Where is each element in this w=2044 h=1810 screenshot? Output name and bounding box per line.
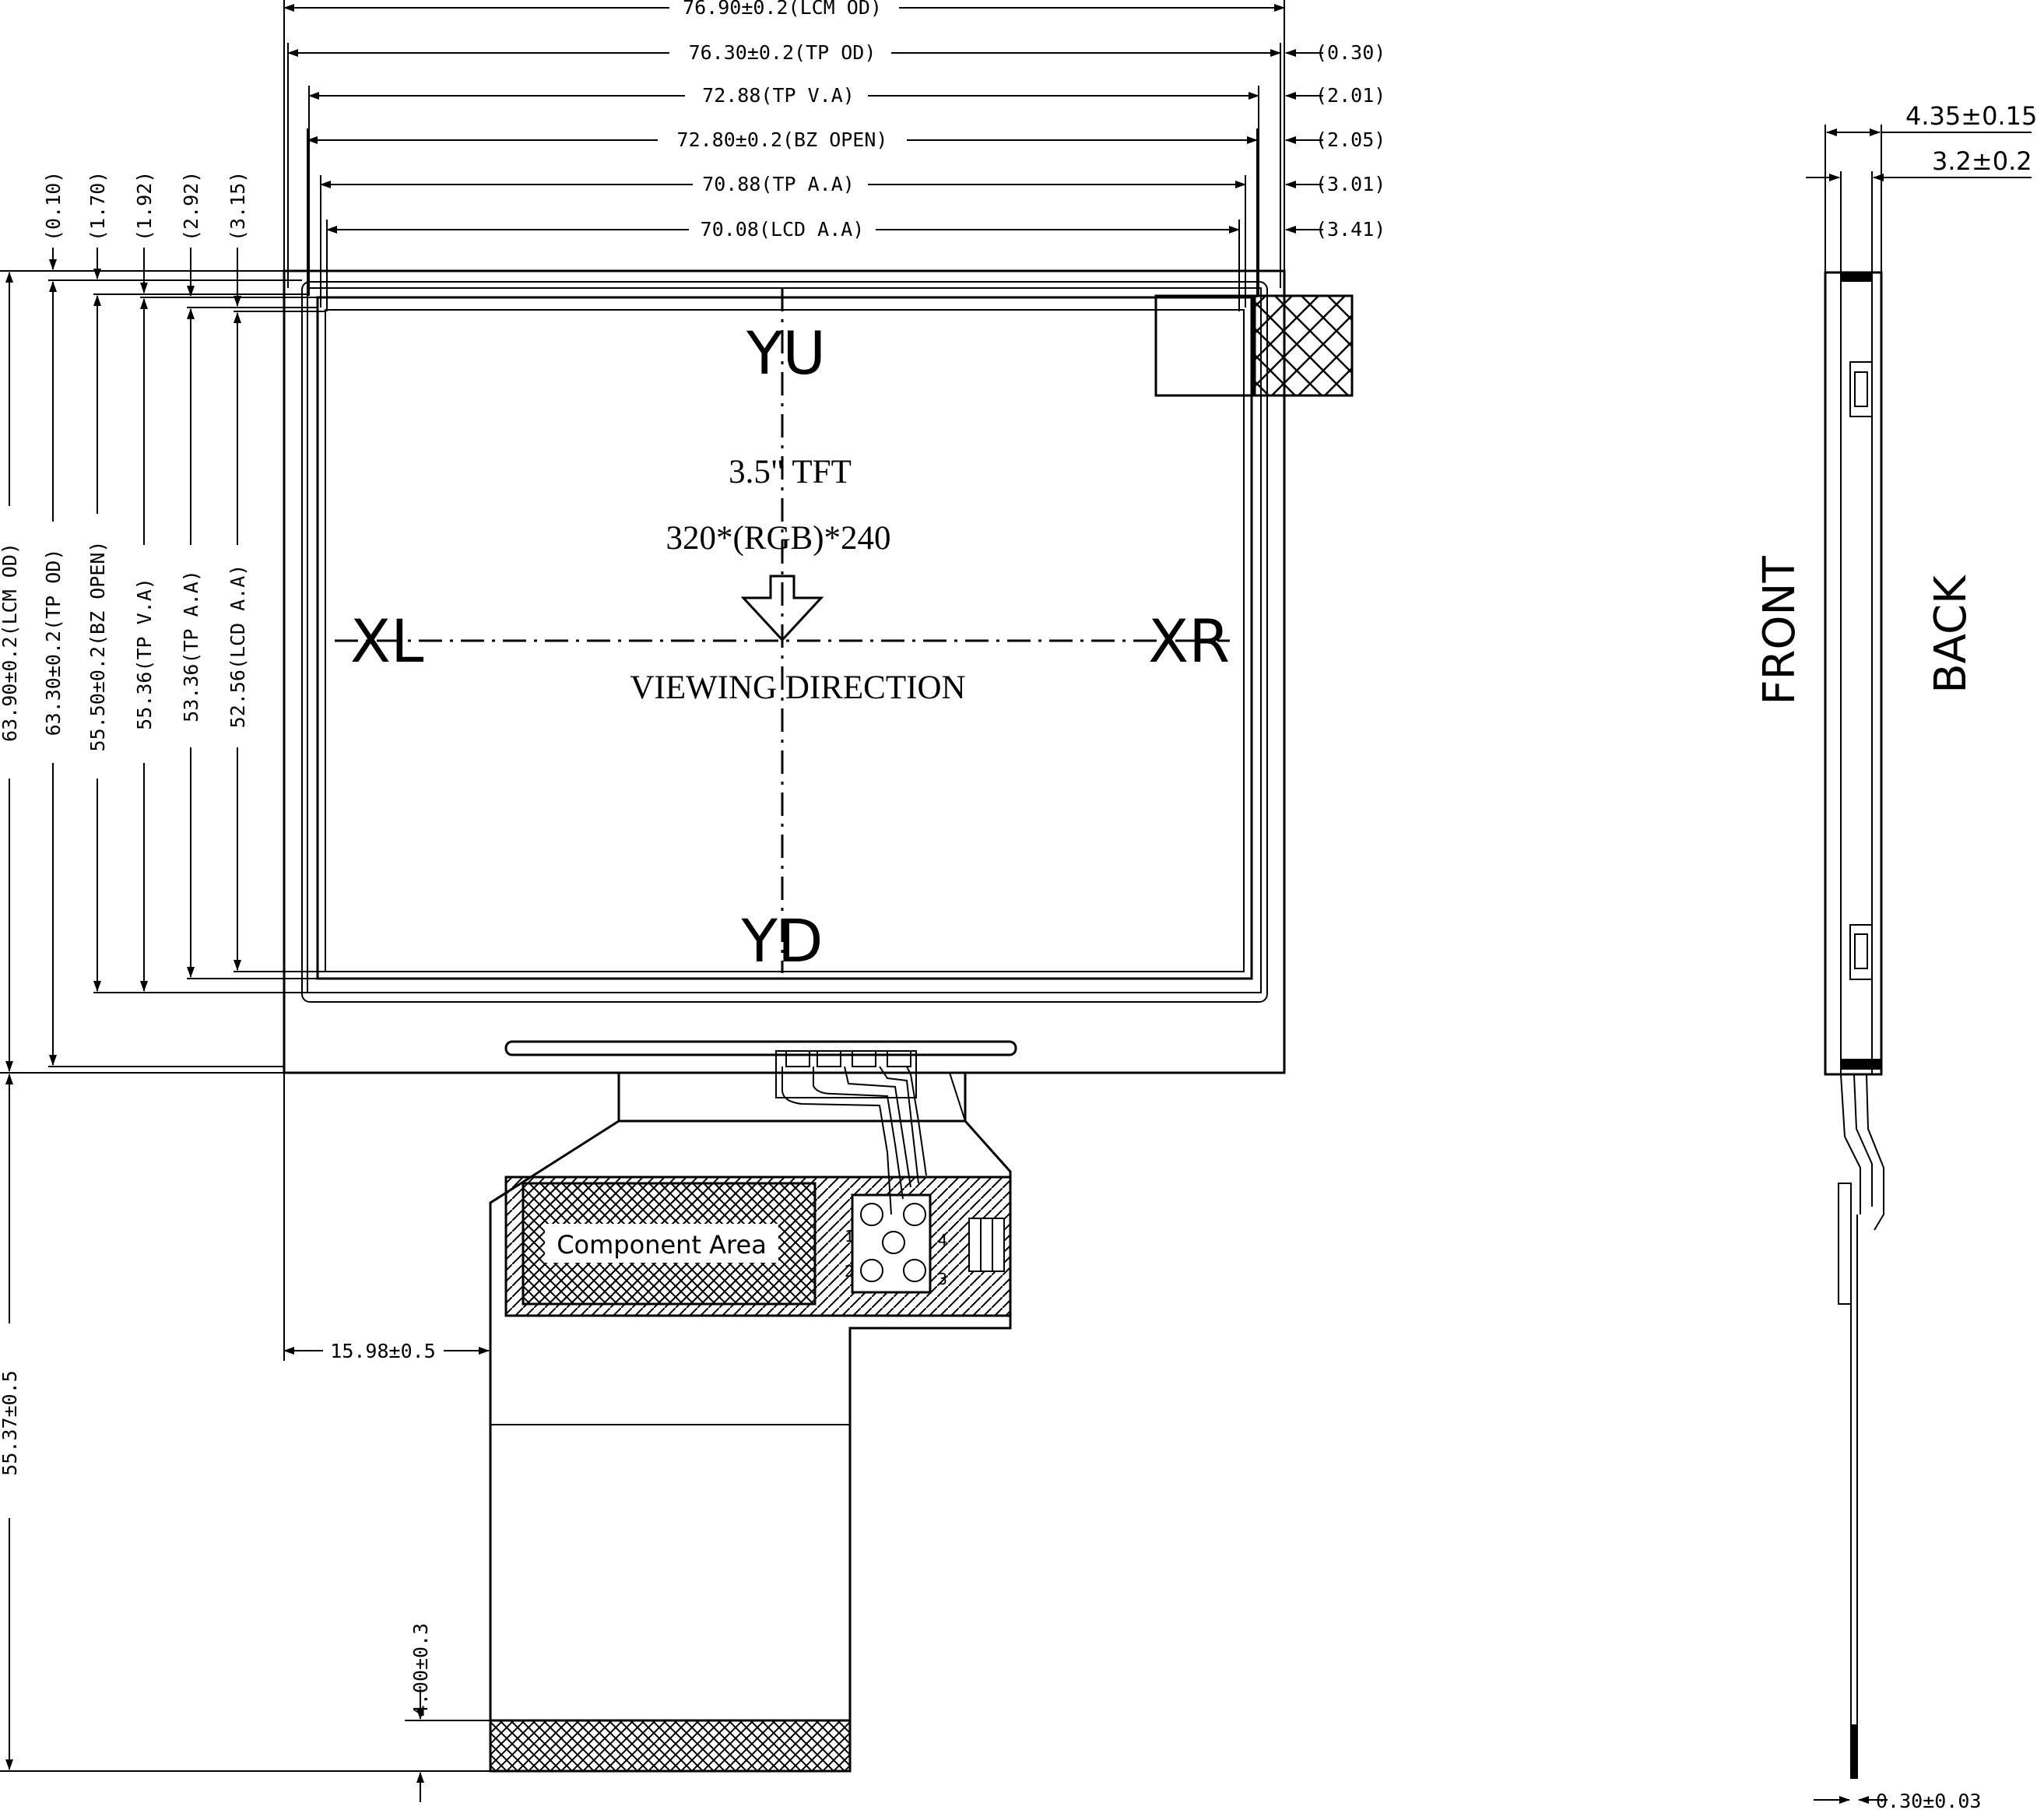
- dim-stiffener: 4.00±0.3: [409, 1623, 432, 1717]
- component-area-label: Component Area: [557, 1230, 767, 1260]
- dim-lcd-aa-width: 70.08(LCD A.A): [701, 218, 865, 241]
- label-back: BACK: [1926, 575, 1976, 694]
- dim-lcd-aa-height: 52.56(LCD A.A): [227, 564, 249, 729]
- fpc-tab: [1154, 294, 1354, 397]
- label-size: 3.5" TFT: [729, 454, 852, 490]
- dim-lcm-od-width: 76.90±0.2(LCM OD): [683, 0, 882, 19]
- side-view: [1806, 125, 2032, 1804]
- center-lines: [335, 288, 1230, 973]
- dim-offset-left: (3.15): [227, 171, 249, 241]
- label-yu: YU: [746, 318, 826, 388]
- top-dimensions: [283, 0, 1323, 311]
- dim-fpc-thickness: 0.30±0.03: [1876, 1790, 1981, 1810]
- dim-tp-od-width: 76.30±0.2(TP OD): [689, 41, 876, 64]
- dim-fpc-offset: 15.98±0.5: [330, 1340, 435, 1362]
- label-resolution: 320*(RGB)*240: [666, 520, 890, 557]
- label-xl: XL: [350, 606, 423, 676]
- dim-tp-aa-height: 53.36(TP A.A): [180, 570, 202, 722]
- pin-label: 4: [938, 1231, 947, 1249]
- label-front: FRONT: [1754, 556, 1805, 705]
- dim-bz-open-width: 72.80±0.2(BZ OPEN): [677, 128, 888, 151]
- pin-label: 2: [845, 1262, 854, 1281]
- dim-bz-open-height: 55.50±0.2(BZ OPEN): [86, 541, 109, 752]
- dim-total-thickness: 4.35±0.15: [1905, 101, 2037, 131]
- dim-tp-aa-width: 70.88(TP A.A): [702, 173, 855, 195]
- dim-offset-right: (2.01): [1315, 84, 1385, 107]
- dim-offset-left: (1.70): [86, 171, 109, 241]
- dim-offset-left: (2.92): [180, 171, 202, 241]
- label-viewing-direction: VIEWING DIRECTION: [630, 670, 965, 706]
- dim-lcm-od-height: 63.90±0.2(LCM OD): [0, 543, 21, 742]
- dim-tp-va-height: 55.36(TP V.A): [133, 578, 156, 730]
- connector-pads: [775, 1050, 927, 1282]
- dim-offset-left: (1.92): [133, 171, 156, 241]
- fpc-offset-dimension: [283, 1073, 490, 1361]
- dim-tp-od-height: 63.30±0.2(TP OD): [42, 549, 65, 736]
- label-xr: XR: [1148, 606, 1230, 676]
- fpc-tail: [489, 1072, 1012, 1773]
- dim-offset-right: (3.01): [1315, 173, 1385, 195]
- dim-module-thickness: 3.2±0.2: [1932, 146, 2032, 176]
- label-yd: YD: [741, 906, 824, 975]
- dim-offset-left: (0.10): [42, 171, 65, 241]
- dim-offset-right: (3.41): [1315, 218, 1385, 241]
- pin-label: 3: [938, 1270, 947, 1288]
- viewing-direction-arrow-icon: [740, 575, 824, 642]
- dim-offset-right: (2.05): [1315, 128, 1385, 151]
- dim-offset-right: (0.30): [1315, 41, 1385, 64]
- left-dimensions: [0, 248, 490, 1772]
- dim-fpc-length: 55.37±0.5: [0, 1370, 21, 1475]
- pin-label: 1: [845, 1227, 854, 1246]
- dim-tp-va-width: 72.88(TP V.A): [702, 84, 855, 107]
- stiffener-dimension: [405, 1689, 490, 1802]
- module-outline: [283, 269, 1286, 1074]
